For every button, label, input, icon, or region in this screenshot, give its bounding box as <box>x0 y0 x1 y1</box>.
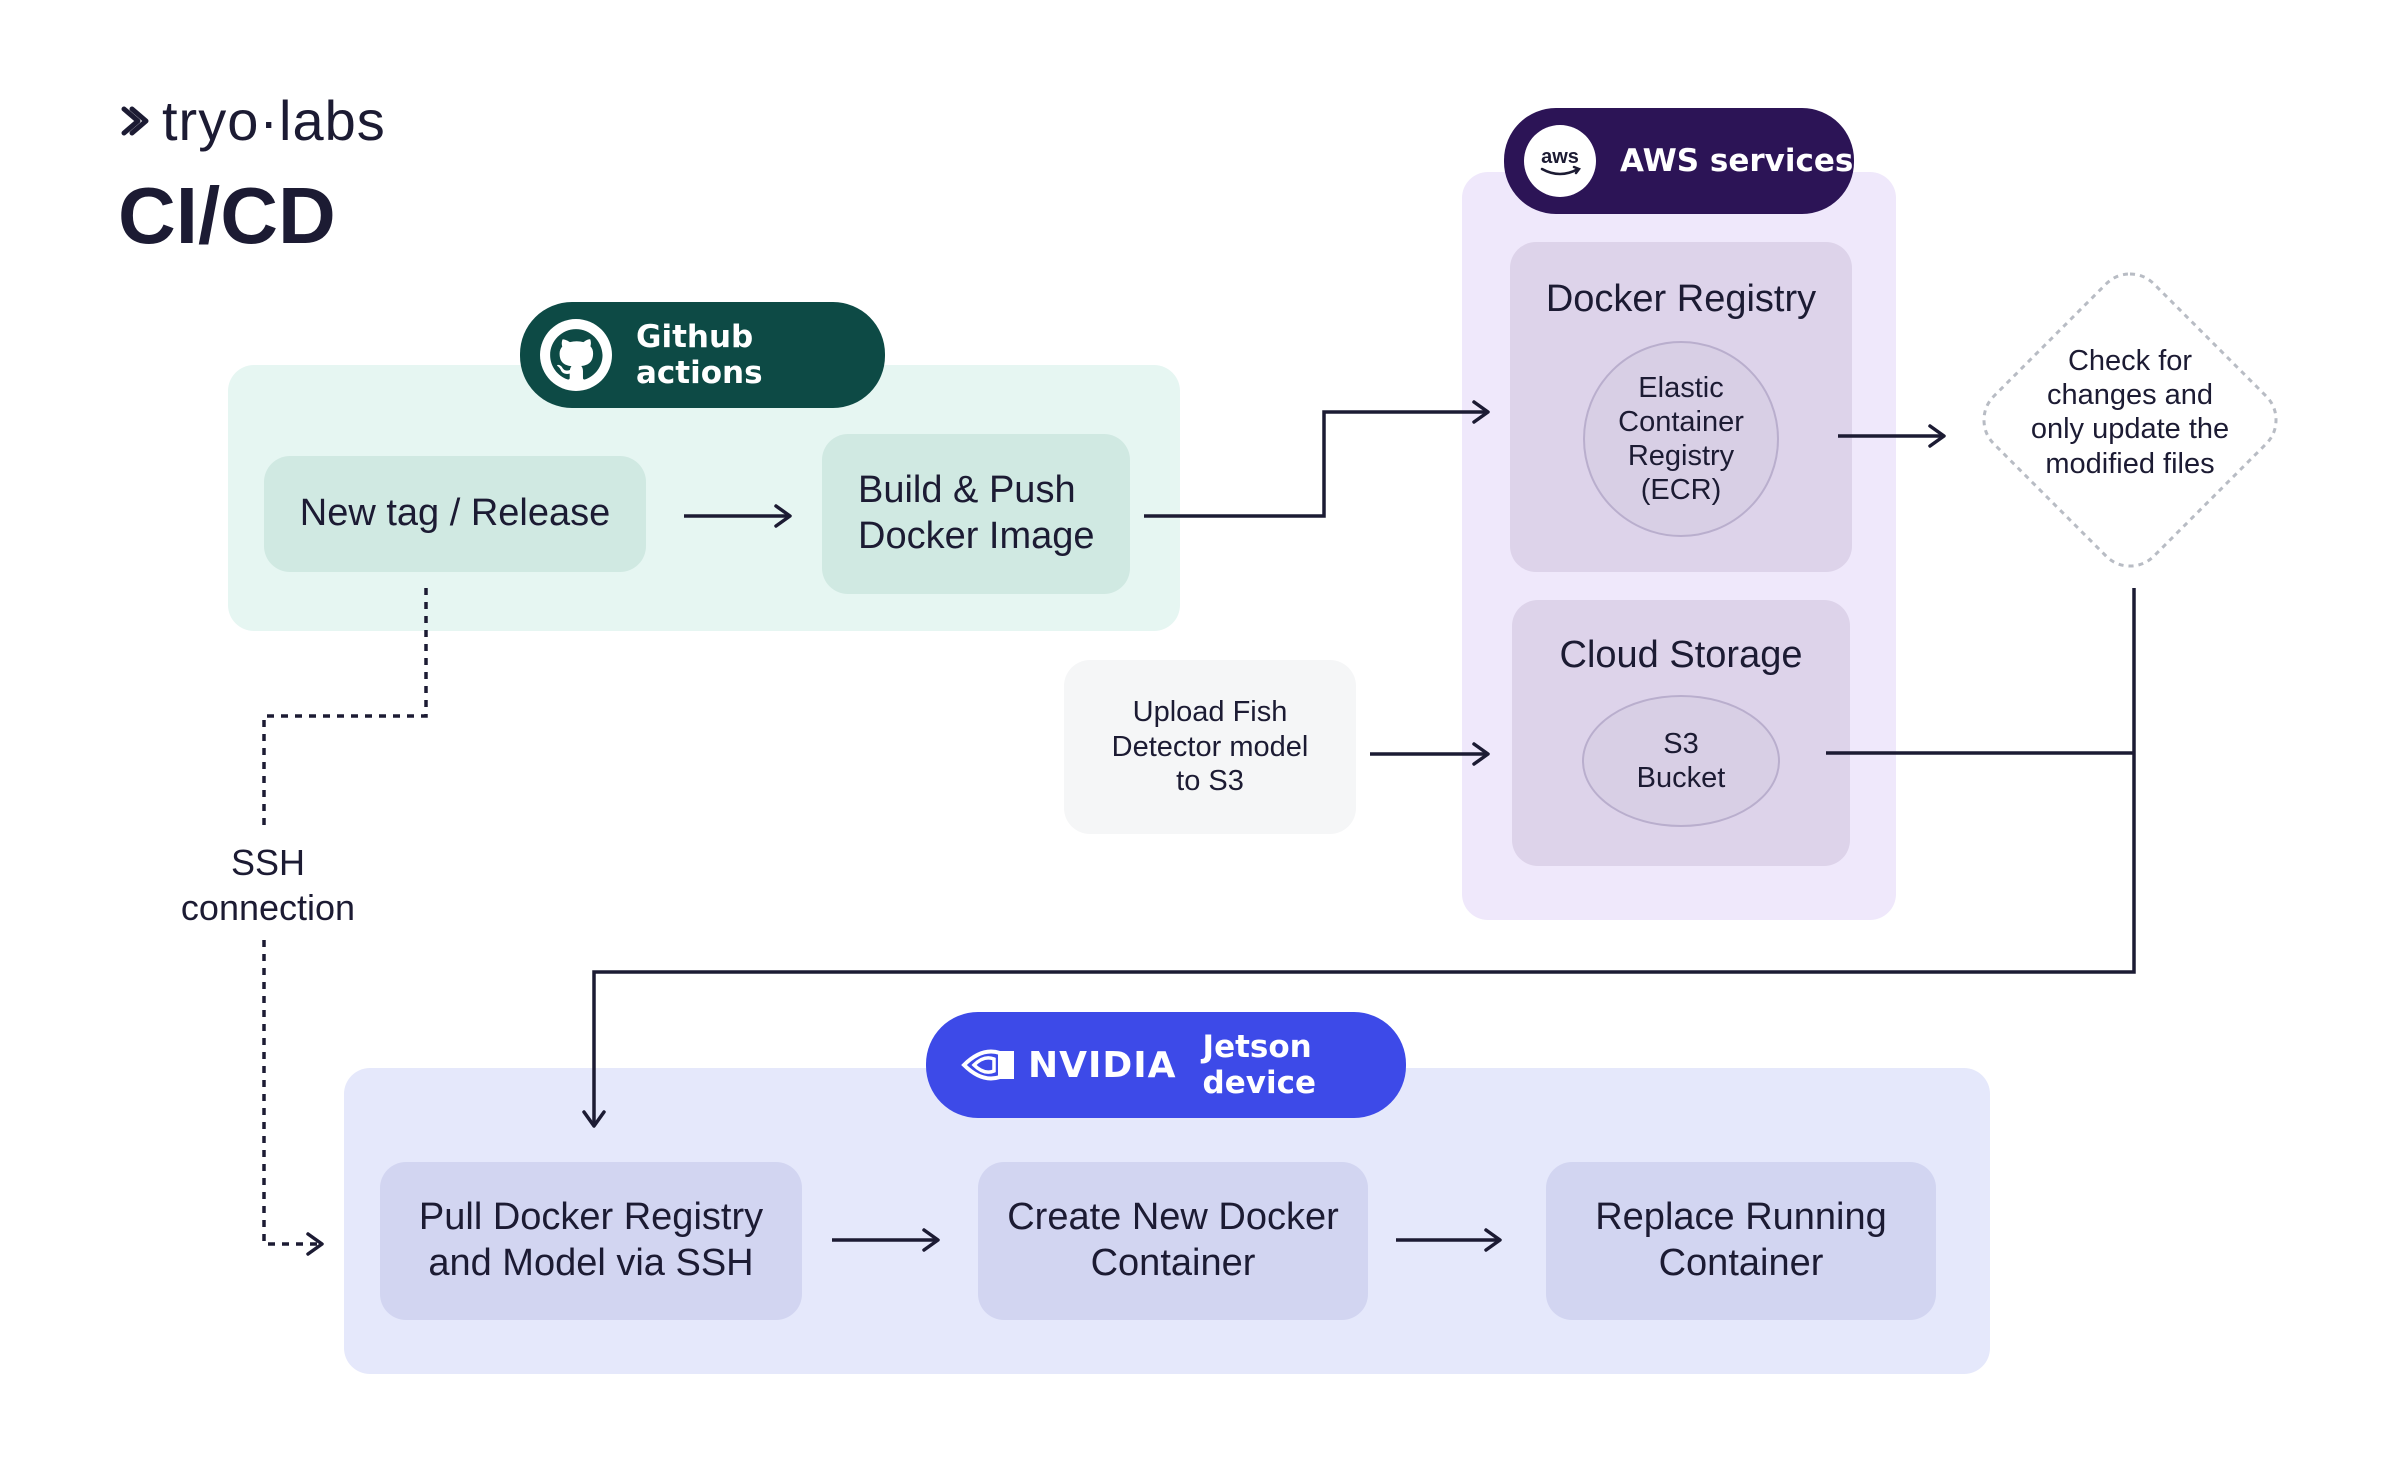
create-container-box: Create New Docker Container <box>978 1162 1368 1320</box>
check-changes-diamond <box>1982 272 2278 568</box>
new-tag-release-box: New tag / Release <box>264 456 646 572</box>
jetson-device-label: Jetson device <box>1202 1029 1316 1101</box>
nvidia-wordmark: NVIDIA <box>1028 1044 1177 1086</box>
ssh-connection-label: SSH connection <box>168 840 368 930</box>
check-changes-text: Check for changes and only update the mo… <box>2030 345 2230 480</box>
aws-services-label: AWS services <box>1620 143 1854 179</box>
arrow-build-to-registry <box>1144 400 1490 518</box>
replace-container-box: Replace Running Container <box>1546 1162 1936 1320</box>
pull-registry-box: Pull Docker Registry and Model via SSH <box>380 1162 802 1320</box>
docker-registry-label: Docker Registry <box>1545 278 1817 320</box>
ssh-dotted-bottom <box>262 940 324 1256</box>
nvidia-eye-icon <box>960 1047 1018 1083</box>
aws-icon: aws <box>1524 125 1596 197</box>
s3-bucket-ellipse: S3 Bucket <box>1582 695 1780 827</box>
page-title: CI/CD <box>118 171 336 260</box>
nvidia-jetson-pill: NVIDIA Jetson device <box>926 1012 1406 1118</box>
github-icon <box>540 319 612 391</box>
build-push-box: Build & Push Docker Image <box>822 434 1130 594</box>
github-actions-label: Github actions <box>636 319 763 391</box>
github-actions-pill: Github actions <box>520 302 885 408</box>
docker-registry-box: Docker Registry Elastic Container Regist… <box>1510 242 1852 572</box>
aws-services-pill: aws AWS services <box>1504 108 1854 214</box>
logo-text: tryo·labs <box>162 89 386 152</box>
tryolabs-logo: tryo·labs <box>118 88 386 153</box>
tryolabs-mark-icon <box>121 106 149 135</box>
ecr-ellipse: Elastic Container Registry (ECR) <box>1583 341 1779 537</box>
cloud-storage-box: Cloud Storage S3 Bucket <box>1512 600 1850 866</box>
cloud-storage-label: Cloud Storage <box>1559 634 1803 676</box>
aws-logo-text: aws <box>1541 146 1579 168</box>
upload-model-box: Upload Fish Detector model to S3 <box>1064 660 1356 834</box>
